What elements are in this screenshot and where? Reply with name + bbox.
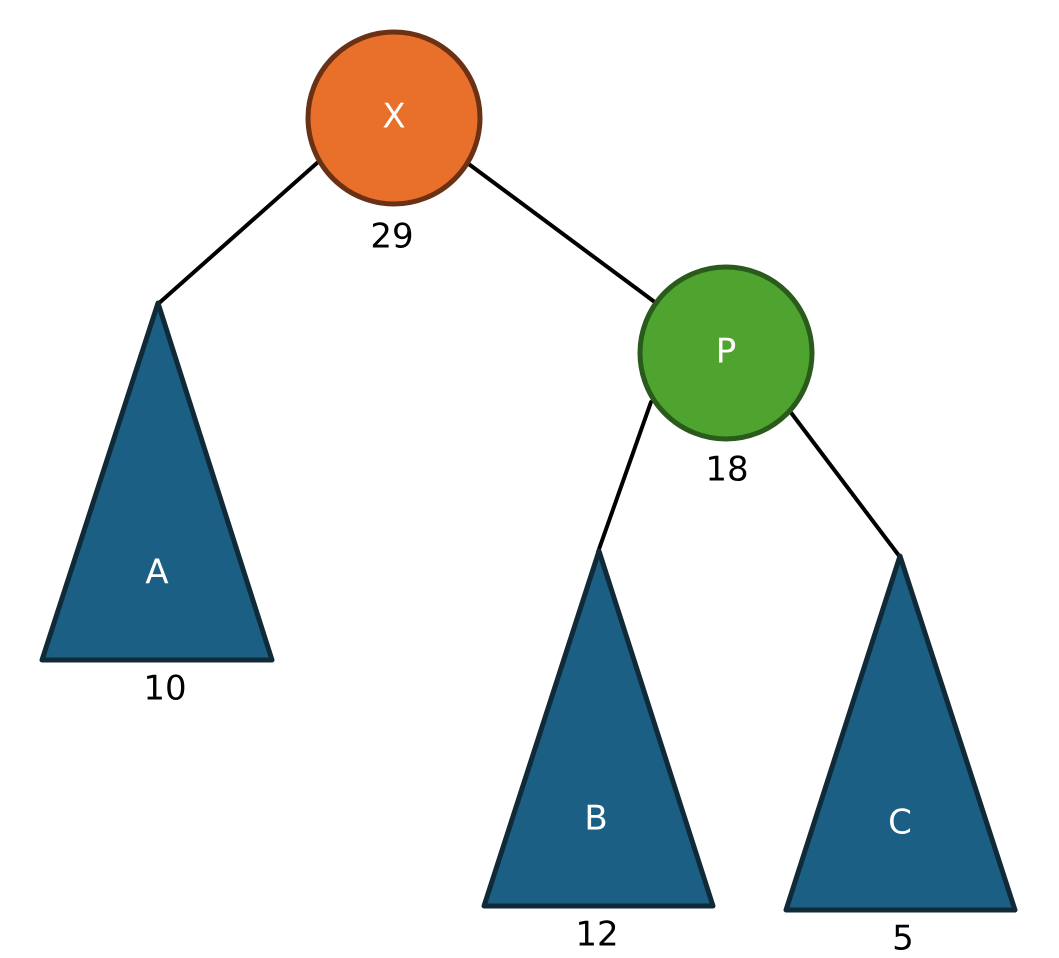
subtree-b-label: B [584,799,607,839]
subtree-b-triangle[interactable] [481,548,716,909]
node-p-label: P [716,332,737,372]
node-p-circle[interactable] [637,264,815,442]
subtree-a-height-label: 10 [143,669,186,709]
node-x-height-label: 29 [370,217,413,257]
subtree-b[interactable]: B 12 [481,548,716,955]
subtree-c[interactable]: C 5 [783,553,1018,958]
subtree-b-height-label: 12 [575,915,618,955]
node-x-circle[interactable] [305,29,483,207]
subtree-c-triangle[interactable] [783,553,1018,913]
node-p-height-label: 18 [705,450,748,490]
node-p[interactable]: P 18 [637,264,815,490]
node-x[interactable]: X 29 [305,29,483,257]
subtree-a[interactable]: A 10 [39,300,275,709]
edge-p-to-subtree-c [787,408,902,559]
edge-x-to-subtree-a [156,161,319,306]
subtree-group: A 10 B 12 C 5 [39,300,1018,958]
node-group: X 29 P 18 [305,29,815,490]
subtree-a-triangle[interactable] [39,300,275,663]
edge-p-to-subtree-b [596,400,653,554]
node-x-label: X [382,97,405,137]
subtree-c-height-label: 5 [892,919,914,958]
subtree-a-label: A [145,553,168,593]
subtree-c-label: C [888,803,912,843]
edge-x-to-p [464,160,658,305]
edge-group [156,160,902,559]
